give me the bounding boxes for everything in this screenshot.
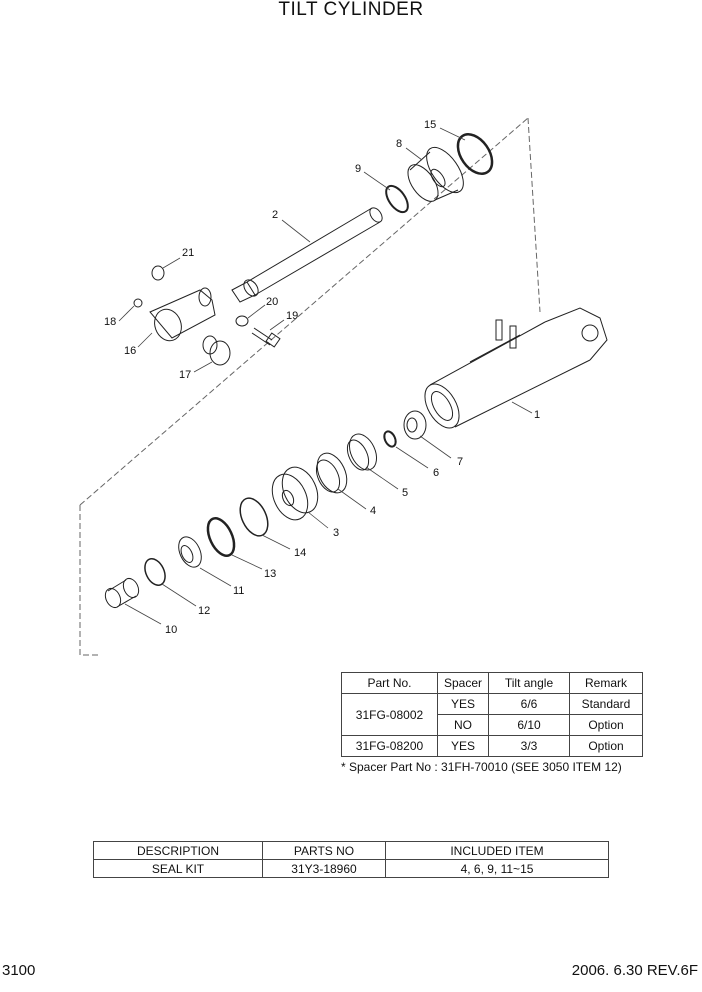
callout-18: 18 [104,316,116,328]
part-2-rod [231,207,383,303]
header-description: DESCRIPTION [93,841,263,860]
part-14-ring [239,497,269,537]
spacer-note: * Spacer Part No : 31FH-70010 (SEE 3050 … [341,760,622,774]
cell-tilt: 3/3 [488,735,570,757]
table-header-row: Part No. Spacer Tilt angle Remark [341,672,643,694]
part-7-nut [403,410,427,440]
cell-tilt: 6/10 [488,714,570,736]
header-remark: Remark [569,672,643,694]
callout-1: 1 [534,409,540,421]
callout-20: 20 [266,296,278,308]
revision-date: 2006. 6.30 REV.6F [571,962,698,979]
part-19-bolt [251,327,281,348]
header-included-item: INCLUDED ITEM [385,841,609,860]
part-21-nipple [151,265,165,281]
table-row: SEAL KIT 31Y3-18960 4, 6, 9, 11~15 [93,859,609,878]
table-header-row: DESCRIPTION PARTS NO INCLUDED ITEM [93,841,609,860]
exploded-parts-diagram: 1 2 3 4 5 6 7 8 9 10 11 12 13 14 15 16 1… [79,117,608,656]
assembly-outline [79,505,100,656]
part-3-piston [271,466,319,521]
part-5-ring [346,433,378,471]
part-18-grease [133,298,143,308]
header-part-no: Part No. [341,672,438,694]
callout-5: 5 [402,487,408,499]
cell-tilt: 6/6 [488,693,570,715]
callout-8: 8 [396,138,402,150]
callout-17: 17 [179,369,191,381]
callout-16: 16 [124,345,136,357]
cell-spacer: YES [437,693,489,715]
table-row: 31FG-08002 YES 6/6 Standard [341,693,643,736]
callout-2: 2 [272,209,278,221]
tilt-angle-spec-table: Part No. Spacer Tilt angle Remark 31FG-0… [341,672,643,757]
assembly-outline-top [79,117,529,506]
callout-14: 14 [294,547,306,559]
part-10-bushing [104,577,140,609]
part-11-seal [178,536,202,568]
seal-kit-table: DESCRIPTION PARTS NO INCLUDED ITEM SEAL … [93,841,609,878]
part-6-oring [383,430,397,448]
part-1-tube [424,307,608,429]
callout-10: 10 [165,624,177,636]
cell-part-no: 31FG-08002 [341,693,438,736]
cell-parts-no: 31Y3-18960 [262,859,386,878]
page-title: TILT CYLINDER [278,0,424,20]
cell-spacer: NO [437,714,489,736]
callout-15: 15 [424,119,436,131]
part-4-wear-ring [315,452,348,494]
header-tilt-angle: Tilt angle [488,672,570,694]
header-parts-no: PARTS NO [262,841,386,860]
cell-part-no: 31FG-08200 [341,735,438,757]
part-17-bushing [202,335,231,366]
part-13-oring [206,517,236,557]
part-16-rod-eye [149,287,216,342]
callout-11: 11 [233,585,244,597]
cell-remark: Option [569,714,643,736]
callout-7: 7 [457,456,463,468]
table-row: 31FG-08200 YES 3/3 Option [341,735,643,757]
assembly-outline-right [527,117,541,313]
callout-12: 12 [198,605,210,617]
callout-9: 9 [355,163,361,175]
callout-6: 6 [433,467,439,479]
part-15-oring [456,133,494,175]
part-12-ring [144,558,166,586]
cell-remark: Option [569,735,643,757]
cell-description: SEAL KIT [93,859,263,878]
part-8-gland [407,146,464,202]
part-9-ring [385,184,409,214]
page-number: 3100 [2,962,36,979]
callout-19: 19 [286,310,298,322]
cell-included-item: 4, 6, 9, 11~15 [385,859,609,878]
part-20-washer [235,315,249,327]
callout-4: 4 [370,505,376,517]
callout-13: 13 [264,568,276,580]
callout-3: 3 [333,527,339,539]
callout-21: 21 [182,247,194,259]
header-spacer: Spacer [437,672,489,694]
cell-spacer: YES [437,735,489,757]
cell-remark: Standard [569,693,643,715]
